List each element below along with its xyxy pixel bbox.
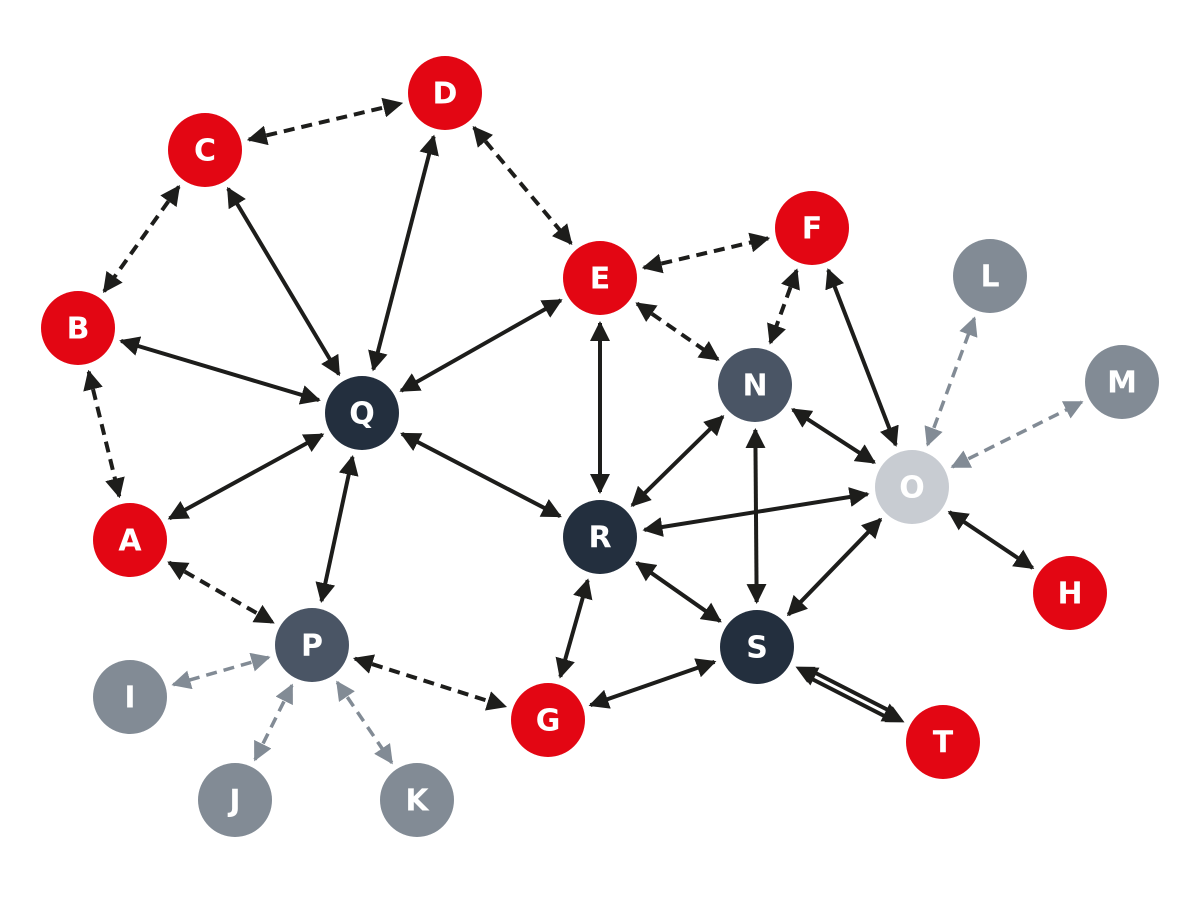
node-i[interactable]: I bbox=[93, 660, 167, 734]
node-circle bbox=[93, 660, 167, 734]
nodes-layer: A B C D E F G H I J K L M N O P Q R S T bbox=[41, 56, 1159, 837]
node-label: P bbox=[301, 629, 323, 664]
node-o[interactable]: O bbox=[875, 450, 949, 524]
edge-f-n bbox=[767, 268, 800, 345]
node-circle bbox=[906, 705, 980, 779]
node-circle bbox=[93, 503, 167, 577]
node-n[interactable]: N bbox=[718, 348, 792, 422]
node-label: E bbox=[590, 262, 611, 297]
node-label: I bbox=[124, 681, 135, 716]
edge-c-d bbox=[246, 97, 404, 146]
node-r[interactable]: R bbox=[563, 500, 637, 574]
edge-o-h bbox=[947, 510, 1035, 570]
node-l[interactable]: L bbox=[953, 239, 1027, 313]
node-q[interactable]: Q bbox=[325, 376, 399, 450]
node-b[interactable]: B bbox=[41, 291, 115, 365]
node-circle bbox=[198, 763, 272, 837]
edge-d-q bbox=[368, 134, 439, 372]
node-g[interactable]: G bbox=[511, 683, 585, 757]
edge-a-q bbox=[167, 432, 325, 521]
node-circle bbox=[408, 56, 482, 130]
edge-p-q bbox=[315, 455, 359, 603]
node-circle bbox=[168, 113, 242, 187]
edge-p-k bbox=[335, 680, 394, 765]
node-circle bbox=[41, 291, 115, 365]
node-circle bbox=[720, 610, 794, 684]
edge-c-q bbox=[226, 186, 341, 377]
node-c[interactable]: C bbox=[168, 113, 242, 187]
edge-e-n bbox=[635, 301, 720, 362]
edge-p-g bbox=[352, 654, 508, 711]
node-k[interactable]: K bbox=[380, 763, 454, 837]
edge-e-q bbox=[399, 298, 563, 393]
node-circle bbox=[953, 239, 1027, 313]
node-circle bbox=[1033, 556, 1107, 630]
node-label: T bbox=[933, 726, 954, 761]
node-m[interactable]: M bbox=[1085, 345, 1159, 419]
edge-p-i bbox=[171, 652, 271, 690]
node-e[interactable]: E bbox=[563, 241, 637, 315]
node-label: G bbox=[536, 704, 561, 739]
edge-f-o bbox=[825, 268, 899, 447]
node-circle bbox=[563, 241, 637, 315]
node-label: A bbox=[118, 524, 142, 559]
edge-a-p bbox=[167, 560, 275, 625]
node-label: N bbox=[742, 369, 767, 404]
node-circle bbox=[563, 500, 637, 574]
node-p[interactable]: P bbox=[275, 608, 349, 682]
node-circle bbox=[511, 683, 585, 757]
node-t[interactable]: T bbox=[906, 705, 980, 779]
node-a[interactable]: A bbox=[93, 503, 167, 577]
node-d[interactable]: D bbox=[408, 56, 482, 130]
node-s[interactable]: S bbox=[720, 610, 794, 684]
edge-c-b bbox=[102, 185, 181, 293]
node-label: Q bbox=[349, 397, 375, 432]
node-circle bbox=[875, 450, 949, 524]
edge-b-a bbox=[83, 369, 125, 499]
edge-n-o bbox=[791, 407, 876, 465]
edge-d-e bbox=[472, 125, 573, 246]
node-label: B bbox=[67, 312, 90, 347]
node-label: K bbox=[405, 784, 430, 819]
node-label: D bbox=[433, 77, 458, 112]
arrowhead bbox=[797, 667, 820, 686]
node-label: F bbox=[802, 212, 823, 247]
node-label: R bbox=[588, 521, 611, 556]
edge-s-t bbox=[795, 666, 905, 723]
edge-b-q bbox=[119, 336, 321, 405]
edges-layer bbox=[83, 97, 1084, 765]
node-circle bbox=[380, 763, 454, 837]
node-circle bbox=[325, 376, 399, 450]
node-label: O bbox=[899, 471, 925, 506]
node-label: H bbox=[1057, 577, 1082, 612]
edge-p-j bbox=[253, 683, 294, 762]
node-f[interactable]: F bbox=[775, 191, 849, 265]
node-label: M bbox=[1107, 366, 1137, 401]
edge-r-n bbox=[630, 415, 725, 507]
edge-o-l bbox=[924, 316, 978, 447]
edge-g-s bbox=[588, 658, 717, 709]
node-label: C bbox=[194, 134, 216, 169]
node-label: J bbox=[227, 784, 240, 819]
node-circle bbox=[275, 608, 349, 682]
edge-q-r bbox=[400, 432, 562, 518]
node-h[interactable]: H bbox=[1033, 556, 1107, 630]
node-circle bbox=[1085, 345, 1159, 419]
node-label: L bbox=[980, 260, 999, 295]
node-circle bbox=[775, 191, 849, 265]
edge-e-f bbox=[641, 232, 771, 274]
edge-r-s bbox=[635, 561, 722, 623]
arrowhead bbox=[880, 703, 903, 722]
edge-o-m bbox=[950, 400, 1084, 469]
node-circle bbox=[718, 348, 792, 422]
edge-n-s bbox=[745, 427, 767, 605]
edge-r-g bbox=[555, 578, 593, 679]
edge-s-o bbox=[786, 517, 883, 617]
node-j[interactable]: J bbox=[198, 763, 272, 837]
node-label: S bbox=[746, 631, 768, 666]
